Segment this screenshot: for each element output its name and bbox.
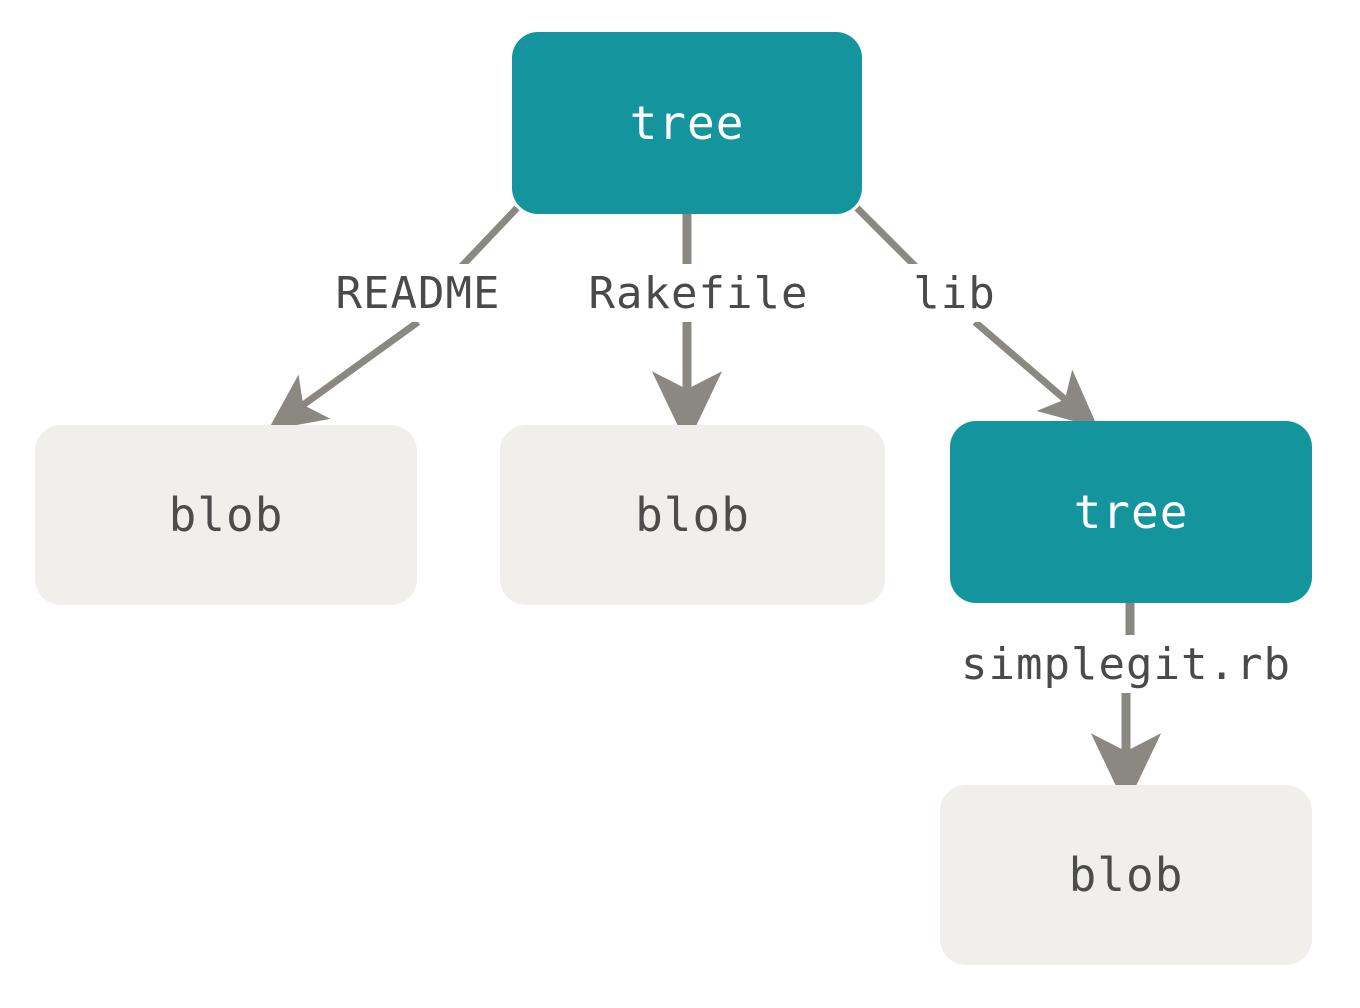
node-blob-readme[interactable]: blob xyxy=(35,425,417,605)
node-tree-root-label: tree xyxy=(629,96,745,150)
edge-lib-to-tree xyxy=(972,319,1098,428)
node-tree-lib[interactable]: tree xyxy=(950,421,1312,603)
edge-label-lib: lib xyxy=(884,264,1025,322)
edge-label-readme: README xyxy=(315,264,521,322)
node-blob-rakefile-label: blob xyxy=(635,488,750,542)
edge-label-rakefile: Rakefile xyxy=(521,264,876,322)
node-blob-rakefile[interactable]: blob xyxy=(500,425,885,605)
node-tree-root[interactable]: tree xyxy=(512,32,862,214)
edge-tree-root-to-lib xyxy=(854,205,920,271)
node-tree-lib-label: tree xyxy=(1073,485,1189,539)
node-blob-readme-label: blob xyxy=(168,488,284,542)
edge-readme-to-blob xyxy=(267,319,421,431)
edge-tree-root-to-readme xyxy=(457,205,520,271)
node-blob-simplegit[interactable]: blob xyxy=(940,785,1312,965)
edge-label-simplegit-rb: simplegit.rb xyxy=(938,635,1314,693)
node-blob-simplegit-label: blob xyxy=(1068,848,1184,902)
